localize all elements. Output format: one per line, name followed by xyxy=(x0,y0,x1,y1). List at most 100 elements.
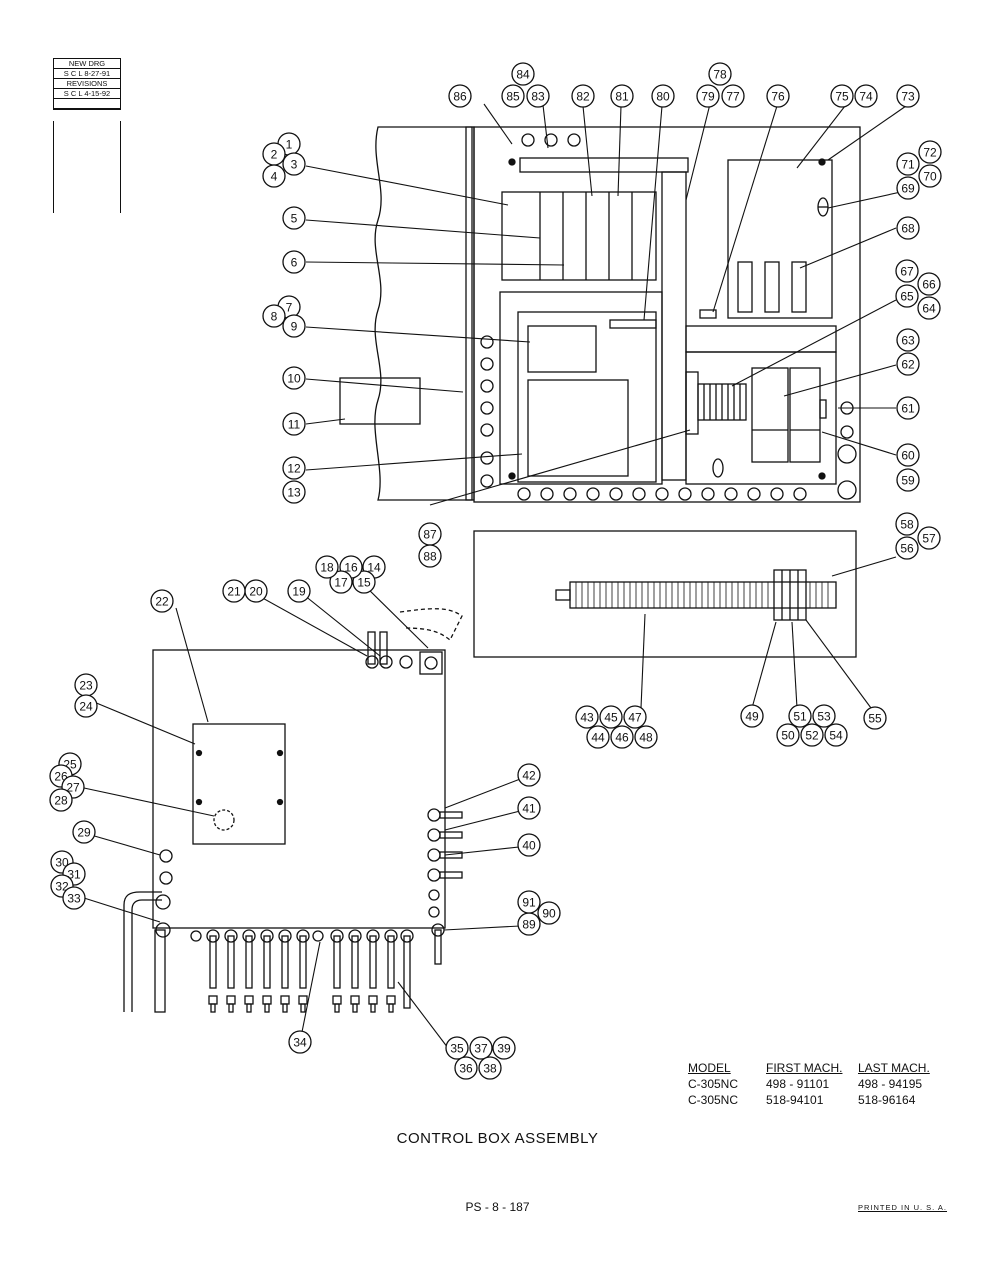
callout-number: 62 xyxy=(901,358,915,372)
model-table-row: C-305NC 498 - 91101 498 - 94195 xyxy=(688,1076,948,1092)
callout-bubble xyxy=(586,725,610,749)
callout-bubble xyxy=(740,704,764,728)
callout-bubble xyxy=(917,526,941,550)
callout-number: 33 xyxy=(67,892,81,906)
callout-number: 73 xyxy=(901,90,915,104)
upper-control-box xyxy=(339,126,861,503)
new-drg-value: S C L 8-27-91 xyxy=(54,69,120,79)
heater-element xyxy=(569,581,837,609)
callout-bubble xyxy=(788,704,812,728)
callout-number: 75 xyxy=(835,90,849,104)
callout-number: 36 xyxy=(459,1062,473,1076)
drawing-caption: CONTROL BOX ASSEMBLY xyxy=(396,1130,599,1147)
callout-number: 22 xyxy=(155,595,169,609)
callout-number: 59 xyxy=(901,474,915,488)
callout-number: 48 xyxy=(639,731,653,745)
callout-number: 47 xyxy=(628,711,642,725)
callout-bubble xyxy=(896,468,920,492)
callout-bubble xyxy=(282,250,306,274)
callout-number: 65 xyxy=(900,290,914,304)
vertical-divider xyxy=(661,171,687,481)
callout-number: 74 xyxy=(859,90,873,104)
callout-bubble xyxy=(150,589,174,613)
callout-bubble xyxy=(72,820,96,844)
callout-number: 88 xyxy=(423,550,437,564)
mount-hole xyxy=(567,133,581,147)
corner-screw xyxy=(818,472,826,480)
motor-compartment xyxy=(685,351,837,485)
side-panel-cutaway xyxy=(374,126,473,501)
callout-bubble xyxy=(854,84,878,108)
circuit-board-frame xyxy=(499,291,663,485)
callout-number: 38 xyxy=(483,1062,497,1076)
top-switch xyxy=(419,651,443,675)
callout-number: 89 xyxy=(522,918,536,932)
grommet xyxy=(480,401,494,415)
callout-bubble xyxy=(721,84,745,108)
cell-model: C-305NC xyxy=(688,1077,739,1091)
model-table-header: MODEL FIRST MACH. LAST MACH. xyxy=(688,1060,948,1076)
mount-hole xyxy=(521,133,535,147)
callout-bubbles: 1234567891011121314151617181920212223242… xyxy=(49,62,942,1080)
callout-number: 83 xyxy=(531,90,545,104)
callout-bubble xyxy=(776,723,800,747)
callout-bubble xyxy=(917,296,941,320)
callout-bubble xyxy=(895,284,919,308)
side-terminals xyxy=(427,808,463,965)
callout-bubble xyxy=(282,366,306,390)
lower-board-plate xyxy=(517,311,657,483)
callout-number: 63 xyxy=(901,334,915,348)
callout-number: 82 xyxy=(576,90,590,104)
grommet xyxy=(480,379,494,393)
motor-flange xyxy=(685,371,699,435)
callout-number: 69 xyxy=(901,182,915,196)
callout-bubble xyxy=(282,480,306,504)
callout-bubble xyxy=(329,570,353,594)
callout-number: 24 xyxy=(79,700,93,714)
callout-bubble xyxy=(896,152,920,176)
callout-number: 70 xyxy=(923,170,937,184)
callout-number: 14 xyxy=(367,561,381,575)
callout-number: 56 xyxy=(900,542,914,556)
callout-number: 76 xyxy=(771,90,785,104)
callout-number: 40 xyxy=(522,839,536,853)
callout-bubble xyxy=(918,164,942,188)
callout-number: 31 xyxy=(67,868,81,882)
callout-number: 55 xyxy=(868,712,882,726)
new-drg-label: NEW DRG xyxy=(54,59,120,69)
callout-number: 23 xyxy=(79,679,93,693)
pc-board xyxy=(527,325,597,373)
callout-bubble xyxy=(623,705,647,729)
callout-bubble xyxy=(896,84,920,108)
callout-bubble xyxy=(282,152,306,176)
relay-left xyxy=(751,367,789,463)
callout-bubble xyxy=(537,901,561,925)
callout-bubble xyxy=(282,314,306,338)
revision-1: S C L 4-15-92 xyxy=(54,89,120,99)
callout-bubble xyxy=(896,176,920,200)
callout-number: 12 xyxy=(287,462,301,476)
callout-number: 7 xyxy=(286,301,293,315)
header-first-mach: FIRST MACH. xyxy=(766,1061,843,1075)
callout-bubble xyxy=(812,704,836,728)
model-serial-table: MODEL FIRST MACH. LAST MACH. C-305NC 498… xyxy=(688,1060,948,1108)
hinge xyxy=(465,126,475,501)
callout-number: 54 xyxy=(829,729,843,743)
grommet xyxy=(480,474,494,488)
callout-number: 4 xyxy=(271,170,278,184)
callout-bubble xyxy=(418,544,442,568)
page-number: PS - 8 - 187 xyxy=(465,1200,530,1214)
header-model: MODEL xyxy=(688,1061,731,1075)
callout-bubble xyxy=(511,62,535,86)
callout-number: 66 xyxy=(922,278,936,292)
callout-bubble xyxy=(526,84,550,108)
callout-bubble xyxy=(352,570,376,594)
callout-number: 80 xyxy=(656,90,670,104)
callout-number: 84 xyxy=(516,68,530,82)
cell-first-mach: 498 - 91101 xyxy=(766,1077,830,1091)
callout-number: 43 xyxy=(580,711,594,725)
callout-number: 37 xyxy=(474,1042,488,1056)
callout-number: 1 xyxy=(286,138,293,152)
callout-number: 50 xyxy=(781,729,795,743)
